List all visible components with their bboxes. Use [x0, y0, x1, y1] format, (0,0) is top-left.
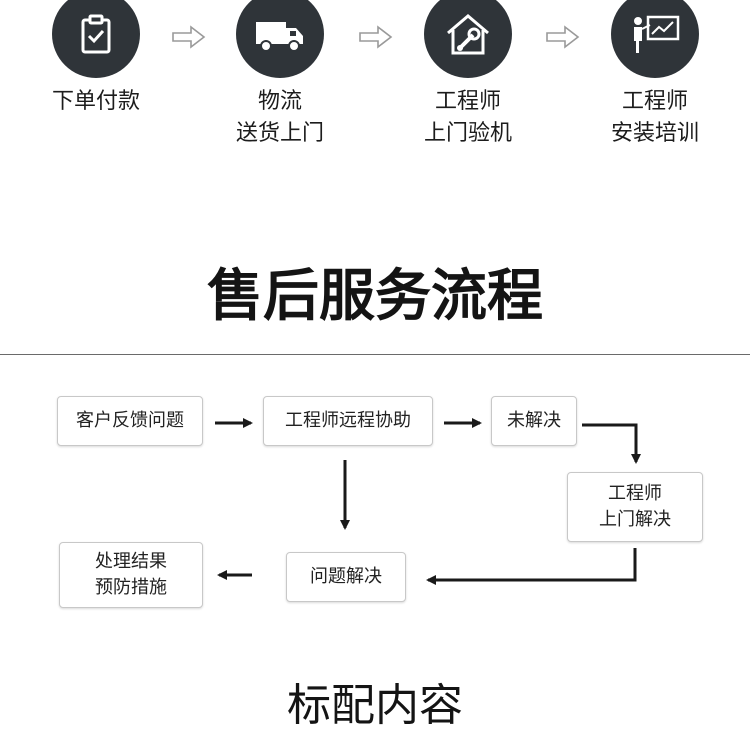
step-arrow-3 — [546, 25, 580, 49]
node-unresolved: 未解决 — [491, 396, 577, 446]
presentation-trainer-icon — [634, 15, 680, 53]
step-arrow-1 — [172, 25, 206, 49]
delivery-truck-icon — [256, 22, 303, 52]
node-remote-assist: 工程师远程协助 — [263, 396, 433, 446]
step-circle-order — [52, 0, 140, 78]
step-circle-training — [611, 0, 699, 78]
step-label-order: 下单付款 — [51, 89, 140, 114]
house-wrench-icon — [447, 14, 489, 55]
step-label-inspection: 工程师 上门验机 — [423, 89, 512, 146]
arrow-unresolved-to-onsite — [582, 423, 641, 464]
step-circle-delivery — [236, 0, 324, 78]
step-label-delivery: 物流 送货上门 — [235, 89, 324, 146]
node-customer-feedback: 客户反馈问题 — [57, 396, 203, 446]
package-contents-title: 标配内容 — [287, 680, 463, 731]
node-problem-solved: 问题解决 — [286, 552, 406, 602]
after-sales-title: 售后服务流程 — [207, 264, 543, 329]
clipboard-check-icon — [81, 14, 111, 54]
section-divider — [0, 354, 750, 355]
step-label-training: 工程师 安装培训 — [610, 89, 699, 146]
arrow-onsite-to-solved — [426, 548, 637, 585]
node-followup: 处理结果 预防措施 — [59, 542, 203, 608]
step-arrow-2 — [359, 25, 393, 49]
node-engineer-onsite: 工程师 上门解决 — [567, 472, 703, 542]
step-circle-inspection — [424, 0, 512, 78]
